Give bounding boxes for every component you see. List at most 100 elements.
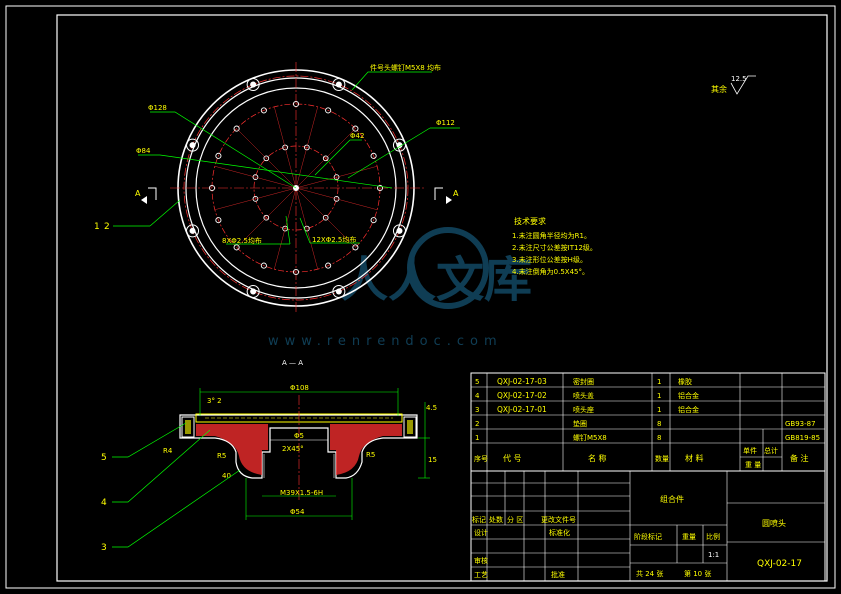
section-view-label: A — A [282, 359, 303, 367]
plan-view: A A 件号头螺钉M5X8 均布 Φ128 Φ112 Φ84 Φ42 8XΦ2.… [94, 62, 460, 312]
spray-hole [325, 107, 332, 114]
tech-req-title: 技术要求 [514, 216, 546, 226]
dim-h-mid: 40 [222, 472, 231, 480]
radial-line [274, 187, 297, 270]
bolt-hole-core [189, 227, 196, 234]
hatch-left [196, 424, 268, 475]
tb-change-doc: 更改文件号 [541, 515, 576, 524]
bolt-hole-core [335, 81, 342, 88]
radial-line [214, 166, 297, 189]
spray-hole [233, 244, 240, 251]
bom-border [470, 372, 826, 472]
tb-drawing-no: QXJ-02-17 [757, 559, 802, 569]
roughness-check-icon [730, 75, 756, 95]
bom-cell-no: 3 [475, 406, 479, 414]
spray-hole [282, 144, 288, 151]
section-label-left: A [135, 189, 141, 198]
spray-hole [352, 125, 359, 132]
hatch-right [330, 424, 402, 475]
dim-r-right: R5 [366, 451, 375, 459]
bom-cell-name: 喷头盖 [573, 391, 594, 400]
bom-cell-qty: 1 [657, 378, 661, 386]
spray-hole [215, 217, 222, 224]
spray-hole [260, 107, 267, 114]
dim-height-right: 15 [428, 456, 437, 464]
bolt-hole-core [396, 142, 403, 149]
bom-h-total: 总计 [764, 446, 778, 455]
bolt-hole [392, 138, 406, 152]
dim-r-small: R4 [163, 447, 173, 455]
seal-right-core [407, 420, 413, 434]
spray-hole [263, 214, 270, 221]
balloon-4: 4 [101, 498, 107, 508]
callout-d84: Φ84 [136, 147, 151, 155]
bom-cell-qty: 1 [657, 406, 661, 414]
bolt-holes [186, 78, 406, 298]
dim-r-left: R5 [217, 452, 226, 460]
tb-scale-label: 比例 [706, 532, 720, 541]
tb-part-name: 圆喷头 [762, 518, 786, 528]
spray-hole [322, 155, 329, 162]
tb-scale: 1:1 [708, 551, 719, 559]
section-arrow-right-icon [446, 196, 452, 204]
seal-right [403, 416, 417, 438]
tb-assembly: 组合件 [660, 494, 684, 504]
bom-cell-material: 铝合金 [678, 405, 699, 414]
bom-cell-no: 4 [475, 392, 480, 400]
spray-hole [260, 262, 267, 269]
section-leaders [112, 422, 241, 548]
section-label-right: A [453, 189, 459, 198]
tb-stage-mark: 阶段标记 [634, 532, 662, 541]
tech-req-3: 3.未注形位公差按H级。 [512, 255, 587, 264]
radial-line [295, 128, 356, 189]
tb-zone: 分 区 [507, 515, 523, 524]
tb-approve: 批准 [551, 570, 565, 579]
tb-standardize: 标准化 [549, 528, 570, 537]
seal-left [181, 416, 195, 438]
bolt-hole-core [396, 227, 403, 234]
radial-line [295, 166, 378, 189]
bom-grid [471, 373, 825, 471]
title-block-grid [471, 471, 825, 581]
tb-sheets: 共 24 张 [636, 569, 663, 578]
bolt-hole [246, 78, 260, 92]
bom-h-remark: 备 注 [790, 453, 809, 463]
bolt-hole [392, 224, 406, 238]
watermark-url: www.renrendoc.com [268, 334, 503, 349]
bom-cell-name: 密封圈 [573, 377, 594, 386]
bolt-hole [246, 284, 260, 298]
section-mark-right [434, 187, 443, 200]
spray-hole [325, 262, 332, 269]
bom-h-weight: 重 量 [745, 461, 761, 469]
plan-leaders [113, 71, 460, 245]
balloon-5: 5 [101, 453, 107, 463]
bom-h-qty: 数量 [655, 454, 669, 463]
bom-cell-remark: GB93-87 [785, 420, 816, 428]
bom-cell-qty: 1 [657, 392, 661, 400]
section-outline [179, 414, 418, 479]
dim-bevel: 3° 2 [207, 397, 222, 405]
spray-hole [292, 100, 300, 108]
outer-frame [5, 5, 836, 589]
watermark-logo-icon [407, 227, 489, 309]
title-block-border [470, 470, 826, 582]
spray-hole [215, 152, 222, 159]
roughness-label: 其余 [711, 84, 727, 94]
dim-top-width: Φ108 [290, 384, 309, 392]
callout-d42: Φ42 [350, 132, 364, 140]
tb-weight: 重量 [682, 533, 696, 541]
inner-spray-holes [214, 106, 378, 270]
spray-hole [352, 244, 359, 251]
callout-outer-holes: 8XΦ2.5均布 [222, 236, 262, 245]
bom-cell-no: 5 [475, 378, 479, 386]
outer-spray-holes [208, 100, 384, 276]
balloon-3: 3 [101, 543, 107, 553]
radial-line [214, 187, 297, 210]
spray-hole [370, 217, 377, 224]
radial-line [274, 106, 297, 189]
bolt-hole [186, 224, 200, 238]
bom-h-no: 序号 [474, 454, 488, 463]
tech-req-4: 4.未注倒角为0.5X45°。 [512, 267, 589, 276]
